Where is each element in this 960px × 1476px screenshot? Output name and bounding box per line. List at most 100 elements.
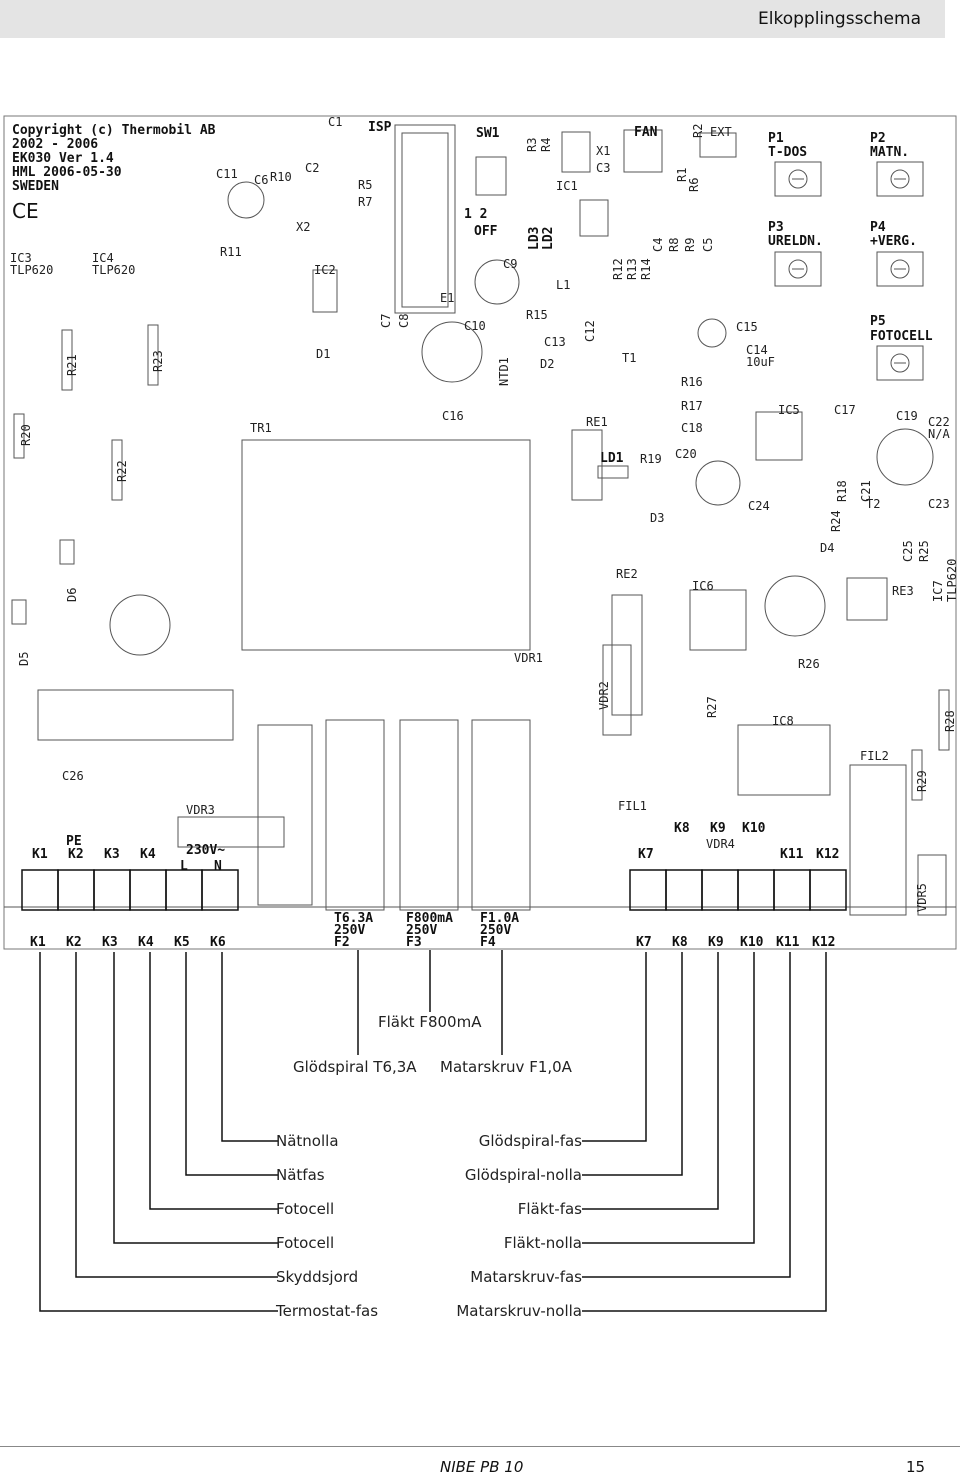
copyright-line-4: HML 2006-05-30 [12,165,122,180]
component-label: R11 [220,245,242,259]
component-label: C7 [379,314,393,328]
d6-diode [59,539,75,565]
wiring-diagram: Copyright (c) Thermobil AB 2002 - 2006 E… [3,115,959,1320]
component-label: R3 [525,138,539,152]
component-label: T1 [622,351,636,365]
c16-capacitor [421,321,483,383]
component-label: OFF [474,224,498,239]
terminal-k4 [129,869,167,911]
x1-crystal [579,199,609,237]
terminal-k12-label: K12 [812,935,835,950]
component-label: R19 [640,452,662,466]
component-label: C24 [748,499,770,513]
terminal-k9 [701,869,739,911]
component-label: 230V~ [186,843,225,858]
terminal-k2-label: K2 [66,935,82,950]
component-label: R10 [270,170,292,184]
component-label: VDR2 [597,681,611,710]
fuse-f4-voltage: 250V [480,923,511,938]
component-label: R24 [829,510,843,532]
fuse-f2-name: F2 [334,935,350,950]
component-label: R2 [691,124,705,138]
component-label: R5 [358,178,372,192]
component-label: D3 [650,511,664,525]
label-natnolla: Nätnolla [276,1132,339,1150]
terminal-k11 [773,869,811,911]
component-label: C23 [928,497,950,511]
component-label: C11 [216,167,238,181]
ic1-body [561,131,591,173]
pot-p5-body [876,345,924,381]
re1-relay [571,429,603,501]
isp-header-inner [401,132,449,308]
label-matarskruv-nolla: Matarskruv-nolla [456,1302,582,1320]
component-label: R20 [19,424,33,446]
pot-label: FOTOCELL [870,329,933,344]
terminal-k9-label: K9 [708,935,724,950]
terminal-label: K11 [780,847,804,862]
vdr2-body [602,644,632,736]
component-label: N/A [928,427,950,441]
pot-p3-body [774,251,822,287]
label-termostat-fas: Termostat-fas [275,1302,378,1320]
component-label: E1 [440,291,454,305]
wire-k10 [582,952,755,1244]
fuse-f4-rating: F1.0A [480,911,519,926]
component-label: C21 [859,480,873,502]
sw1-body [475,156,507,196]
component-label: R6 [687,178,701,192]
fuse-leaders [357,950,503,1055]
component-label: C15 [736,320,758,334]
component-label: 1 2 [464,207,487,222]
fuse-label-f2: Glödspiral T6,3A [293,1058,417,1076]
terminal-k10 [737,869,775,911]
terminal-blocks [21,869,847,911]
potentiometers: P1 T-DOS P2 MATN. P3 URELDN. P4 +VERG. P… [768,131,933,381]
component-label: C25 [901,540,915,562]
component-label: R8 [667,238,681,252]
terminal-k7-label: K7 [636,935,652,950]
wire-k7 [582,952,647,1142]
ic8-body [737,724,831,796]
component-label: R12 [611,258,625,280]
wire-k4 [149,952,278,1210]
component-label: X2 [296,220,310,234]
component-label: LD3 [527,227,542,250]
terminal-k3 [93,869,131,911]
component-label: RE2 [616,567,638,581]
re3-relay [846,577,888,621]
wire-k9 [582,952,719,1210]
component-label: D1 [316,347,330,361]
component-label: C5 [701,238,715,252]
terminal-k1-label: K1 [30,935,46,950]
pot-p2-body [876,161,924,197]
component-labels: IC3 TLP620 IC4 TLP620 C11 C6 R10 R11 C2 … [10,115,959,912]
board-terminal-labels: K1 K2 K3 K4 K7 K8 K9 K10 K11 K12 [32,821,839,862]
label-skyddsjord: Skyddsjord [276,1268,358,1286]
component-label: X1 [596,144,610,158]
component-label: T2 [866,497,880,511]
terminal-k12 [809,869,847,911]
component-label: VDR3 [186,803,215,817]
component-label: C14 [746,343,768,357]
terminal-k6-label: K6 [210,935,226,950]
right-labels: Glödspiral-fas Glödspiral-nolla Fläkt-fa… [456,1132,582,1320]
terminal-label: K1 [32,847,48,862]
component-label: C20 [675,447,697,461]
pcb-outline [3,115,957,950]
right-wires [582,952,827,1312]
component-label: TLP620 [10,263,53,277]
vdr3-body [177,816,285,848]
pot-label: MATN. [870,145,909,160]
wire-k3 [113,952,278,1244]
component-label: R13 [625,258,639,280]
component-label: TR1 [250,421,272,435]
component-label: L1 [556,278,570,292]
terminal-k3-label: K3 [102,935,118,950]
component-label: R22 [115,460,129,482]
footer-page-number: 15 [906,1458,926,1476]
c9-capacitor [474,259,520,305]
component-label: TLP620 [945,559,959,602]
fuse-holder-f3 [399,719,459,911]
r20-resistor [13,413,25,459]
